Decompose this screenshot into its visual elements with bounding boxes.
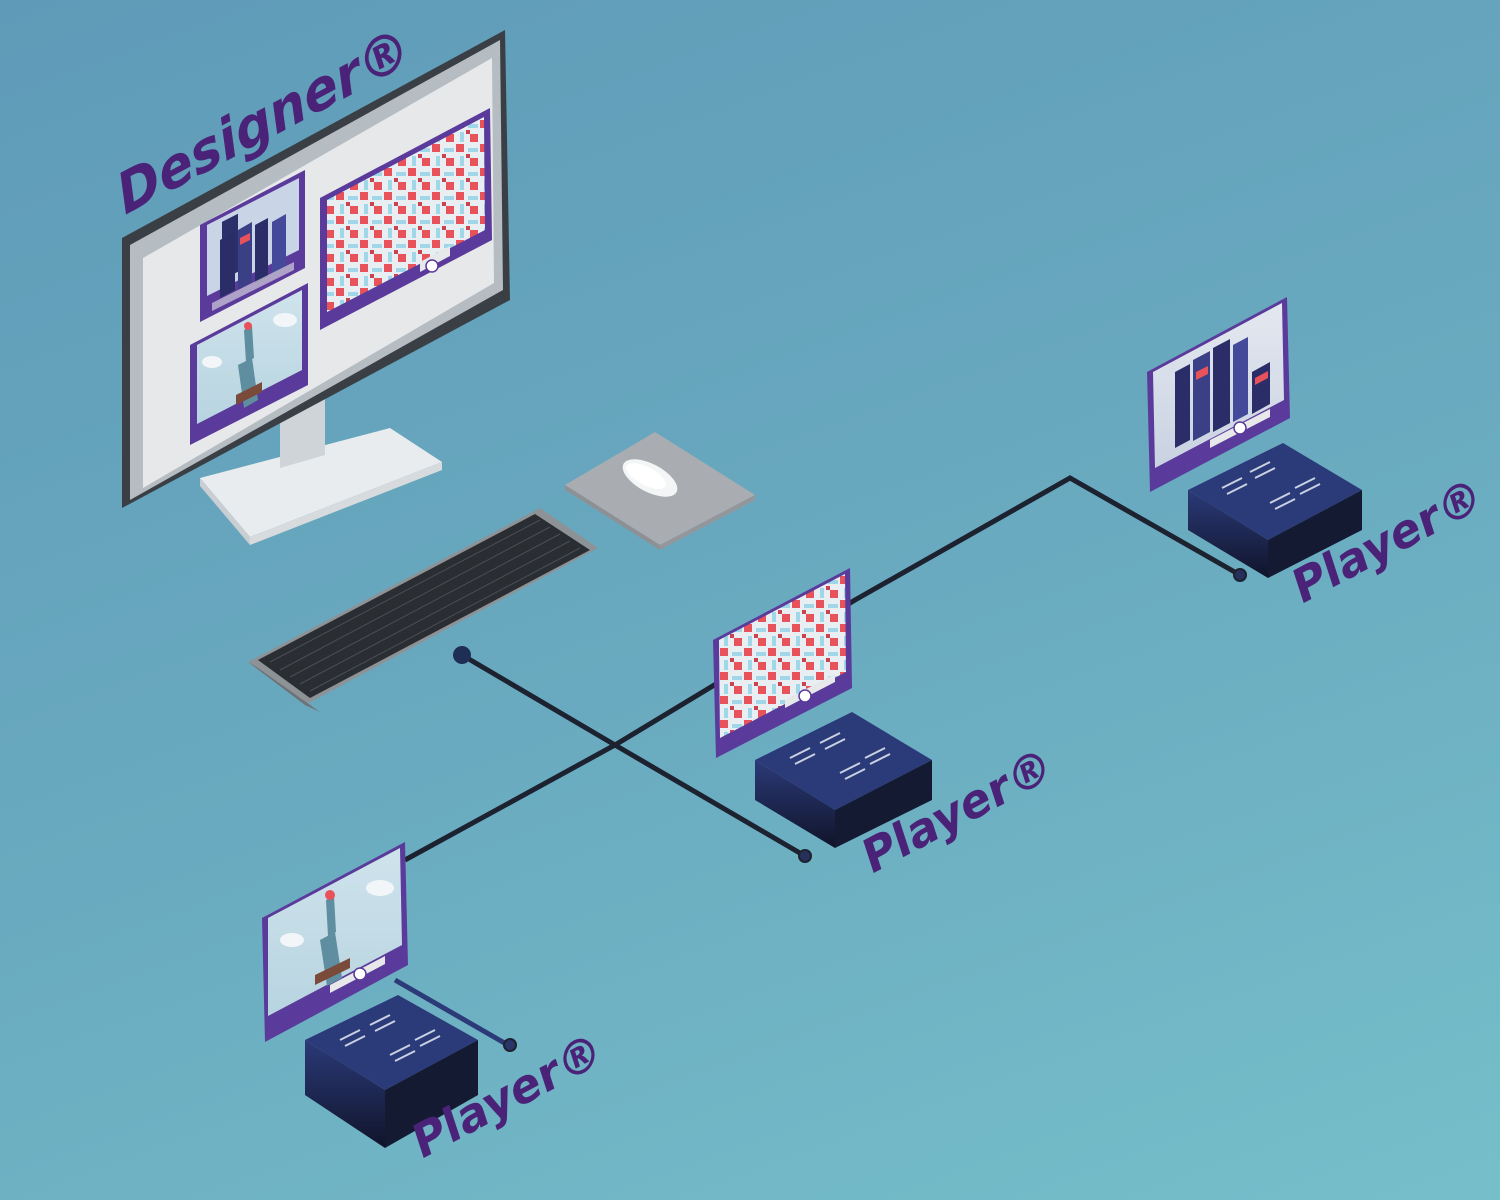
network-cables — [393, 475, 1247, 1052]
cable-player-1-stub — [393, 977, 510, 1048]
player-station-2: Player® — [713, 568, 1058, 886]
designer-window-maze — [320, 108, 492, 330]
cable-end-player-2 — [798, 849, 812, 863]
designer-workstation: Designer® — [109, 13, 755, 712]
display-screen-icon — [262, 842, 408, 1042]
monitor-stand — [200, 392, 442, 545]
cable-node-keyboard — [453, 646, 471, 664]
mouse-icon — [622, 459, 678, 497]
cable-end-player-3 — [1233, 568, 1247, 582]
player-station-3: Player® — [1147, 297, 1488, 616]
display-screen-icon — [713, 568, 852, 758]
display-screen-icon — [1147, 297, 1290, 492]
player-station-1: Player® — [262, 842, 608, 1171]
media-server-icon — [755, 712, 932, 848]
cable-player-1-to-player-3 — [403, 475, 1242, 863]
cable-end-player-1 — [503, 1038, 517, 1052]
desktop-monitor-icon: Designer® — [109, 13, 510, 508]
designer-window-statue — [190, 283, 308, 445]
designer-window-city — [200, 170, 305, 322]
keyboard-icon — [248, 508, 598, 712]
media-server-icon — [1188, 443, 1362, 578]
media-server-icon — [305, 995, 478, 1148]
keyboard-keys — [269, 519, 581, 692]
